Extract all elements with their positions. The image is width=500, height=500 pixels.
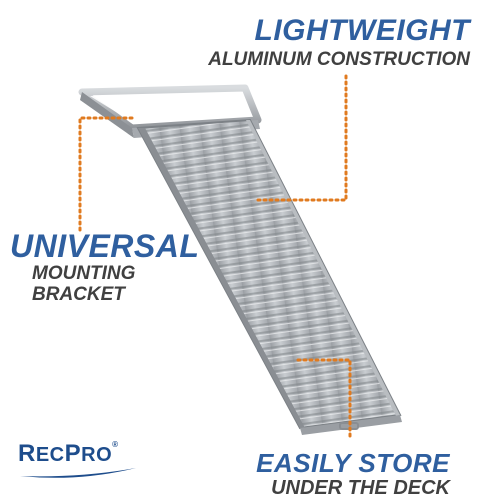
swoosh-icon (20, 468, 136, 478)
store-callout: EASILY STORE UNDER THE DECK (256, 450, 450, 498)
universal-subline-2: BRACKET (32, 284, 125, 305)
lightweight-callout: LIGHTWEIGHT ALUMINUM CONSTRUCTION (208, 14, 470, 70)
logo-wordmark: RECPRO® (18, 440, 119, 467)
universal-subline-1: MOUNTING (32, 263, 136, 284)
registered-mark: ® (112, 440, 119, 449)
callout-lines (78, 74, 352, 442)
lightweight-headline: LIGHTWEIGHT (254, 14, 470, 47)
store-subline: UNDER THE DECK (271, 477, 450, 499)
lightweight-subline: ALUMINUM CONSTRUCTION (208, 49, 470, 70)
store-headline: EASILY STORE (256, 448, 450, 478)
universal-callout: UNIVERSAL MOUNTING BRACKET (10, 230, 199, 304)
recpro-logo: RECPRO® (18, 440, 138, 480)
universal-headline: UNIVERSAL (10, 228, 200, 264)
